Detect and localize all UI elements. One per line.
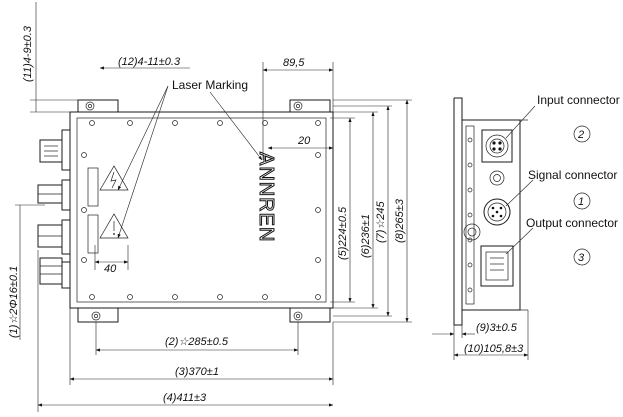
screw-holes	[81, 120, 321, 300]
connector-label-signal: Signal connector	[528, 168, 617, 182]
dim-20: 20	[297, 135, 311, 147]
svg-text:2: 2	[577, 129, 584, 141]
left-bottom-dimension	[15, 204, 45, 340]
side-holes	[467, 137, 473, 293]
connector-label-input: Input connector	[537, 93, 620, 107]
aux-port	[489, 170, 505, 186]
top-dimensions	[94, 62, 334, 270]
dim-1: (1)☆2Φ16±0.1	[8, 266, 20, 338]
callout-2: 2	[573, 125, 591, 143]
left-connectors	[37, 129, 71, 289]
input-connector	[481, 129, 513, 163]
dim-40: 40	[104, 263, 117, 275]
mounting-flanges	[77, 99, 331, 323]
housing-outline	[69, 111, 334, 309]
dim-11: (11)4-9±0.3	[22, 25, 34, 82]
dim-7: (7)☆245	[375, 200, 387, 243]
svg-text:1: 1	[578, 196, 584, 208]
side-dimensions	[432, 310, 529, 360]
callout-3: 3	[573, 248, 591, 266]
dim-4: (4)411±3	[163, 392, 207, 404]
brand-marking: ANNREN	[255, 152, 277, 242]
dim-9: (9)3±0.5	[476, 322, 518, 334]
dim-6: (6)236±1	[360, 214, 372, 258]
side-flange	[453, 97, 463, 326]
laser-marking-label: Laser Marking	[172, 78, 248, 92]
side-housing-outline	[461, 119, 521, 311]
dim-5: (5)224±0.5	[337, 206, 349, 260]
svg-text:3: 3	[578, 252, 585, 264]
dim-12: (12)4-11±0.3	[118, 56, 181, 68]
dim-8: (8)265±3	[394, 198, 406, 243]
left-top-dimension	[30, 2, 80, 113]
right-vertical-dimensions	[330, 99, 412, 323]
dim-89-5: 89,5	[283, 57, 305, 69]
side-view: Input connector Signal connector Output …	[432, 93, 620, 360]
connector-leaders	[505, 105, 536, 255]
signal-connector	[483, 198, 511, 226]
callout-1: 1	[573, 192, 591, 210]
dim-10: (10)105,8±3	[464, 343, 524, 355]
round-port	[463, 223, 481, 241]
warning-labels	[87, 165, 129, 254]
dim-2: (2)☆285±0.5	[165, 336, 229, 348]
connector-label-output: Output connector	[526, 216, 618, 230]
housing-inner-outline	[76, 117, 327, 303]
front-view: ANNREN Laser Marking (12)4-11±0.3 89,5 2…	[8, 2, 412, 412]
dim-3: (3)370±1	[175, 366, 219, 378]
output-connector	[480, 245, 514, 287]
bottom-dimensions	[37, 250, 334, 412]
laser-marking-leaders	[117, 85, 263, 239]
